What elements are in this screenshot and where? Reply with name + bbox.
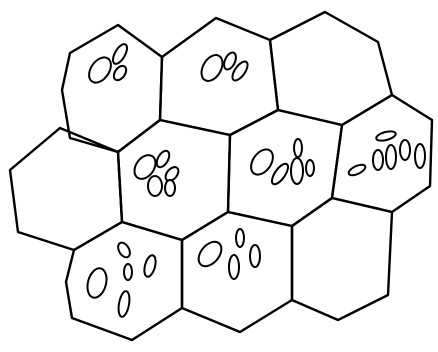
organelles-top-center (197, 51, 250, 85)
organelle (229, 255, 239, 279)
cell-top-left (62, 25, 162, 152)
organelle (197, 51, 227, 84)
organelle (84, 266, 109, 300)
organelle (85, 53, 116, 86)
organelle (306, 160, 314, 176)
organelle (347, 163, 367, 178)
organelle (124, 264, 132, 280)
organelle (111, 64, 128, 83)
cell-top-center (160, 18, 278, 135)
organelle (269, 161, 291, 186)
organelle (386, 145, 396, 169)
organelle (148, 176, 162, 196)
organelle (294, 139, 302, 157)
organelles-bottom-left (84, 241, 157, 318)
organelle (194, 237, 226, 270)
organelles-middle-left (130, 149, 181, 196)
organelle (375, 130, 396, 143)
organelle (142, 254, 157, 278)
cell-bottom-right (292, 198, 392, 320)
cell-bottom-left (66, 222, 182, 340)
organelle (110, 42, 130, 66)
organelle (236, 229, 244, 247)
organelle (250, 245, 260, 267)
organelles-bottom-center (194, 229, 260, 279)
organelle (291, 158, 303, 184)
organelle (247, 145, 278, 178)
organelle (116, 241, 133, 260)
organelle (373, 150, 383, 170)
organelles-middle-center (247, 139, 314, 187)
organelle (165, 180, 175, 196)
organelle (415, 144, 425, 168)
organelle (400, 140, 410, 160)
organelle (154, 149, 172, 170)
organelles-top-left (85, 42, 130, 87)
cell-top-right (270, 12, 392, 125)
organelles-middle-right (347, 130, 425, 178)
organelle (117, 290, 131, 317)
